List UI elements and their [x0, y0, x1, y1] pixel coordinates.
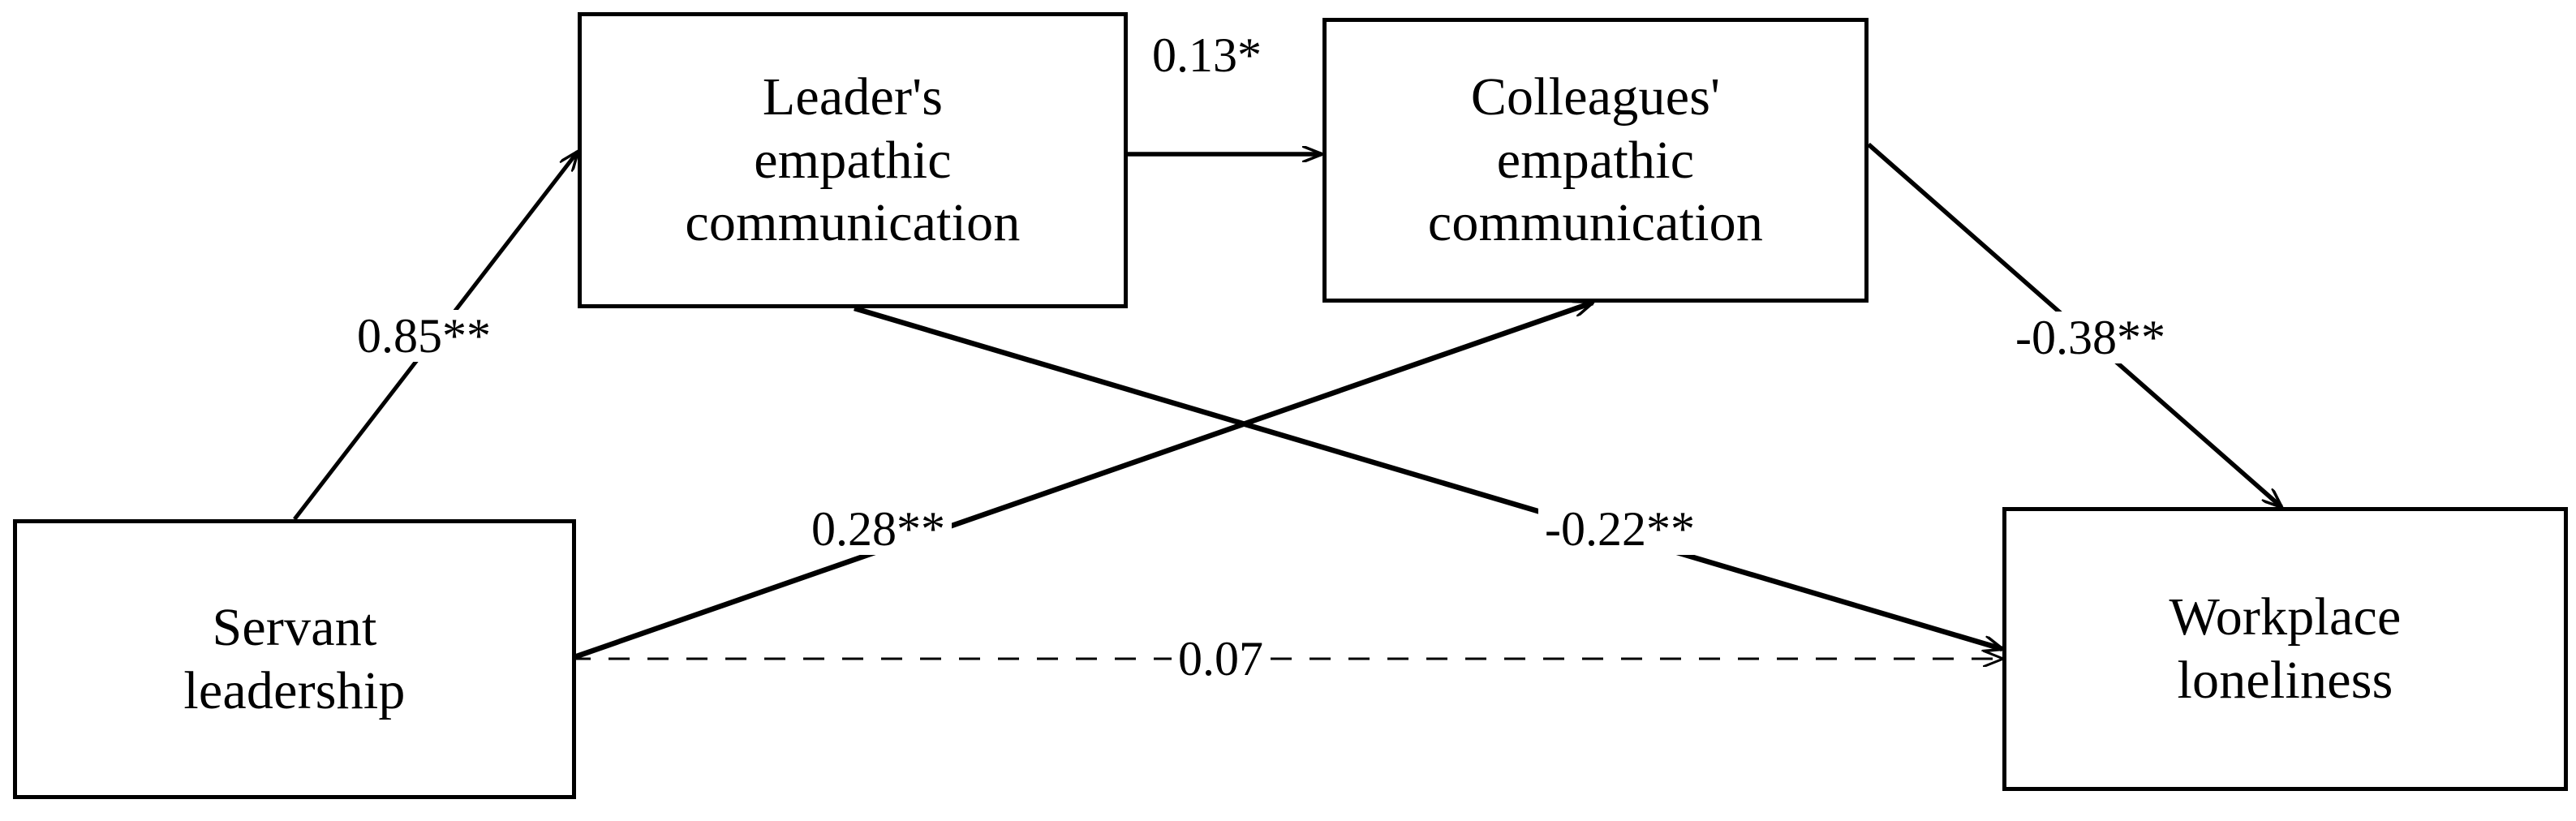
edge-lec-to-wl [854, 305, 2002, 649]
edge-label-sl-to-cec: 0.28** [805, 503, 952, 555]
edge-label-sl-to-wl: 0.07 [1172, 633, 1270, 685]
node-servant-leadership[interactable]: Servant leadership [13, 519, 576, 799]
node-colleagues-empathic-communication[interactable]: Colleagues' empathic communication [1322, 18, 1869, 303]
edge-sl-to-cec [568, 303, 1593, 662]
node-workplace-loneliness[interactable]: Workplace loneliness [2002, 507, 2568, 791]
node-servant-leadership-label: Servant leadership [183, 597, 406, 720]
node-colleagues-empathic-communication-label: Colleagues' empathic communication [1427, 67, 1764, 253]
edge-label-lec-to-wl: -0.22** [1538, 503, 1701, 555]
node-leader-empathic-communication-label: Leader's empathic communication [685, 67, 1021, 253]
node-workplace-loneliness-label: Workplace loneliness [2169, 587, 2402, 710]
edge-label-cec-to-wl: -0.38** [2009, 312, 2172, 363]
edge-label-sl-to-lec: 0.85** [350, 310, 497, 362]
node-leader-empathic-communication[interactable]: Leader's empathic communication [578, 12, 1128, 308]
edge-label-lec-to-cec: 0.13* [1146, 29, 1268, 81]
